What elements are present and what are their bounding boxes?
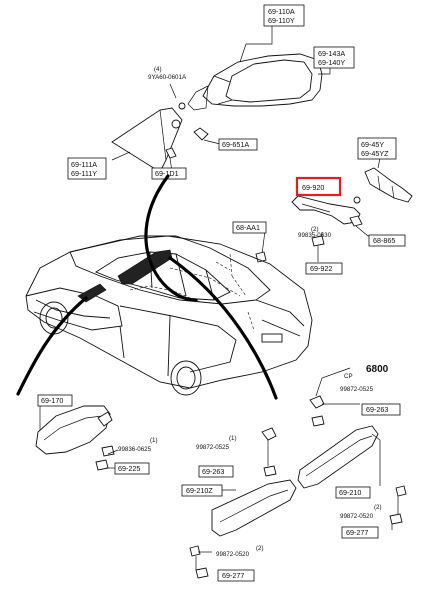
svg-text:69-277: 69-277 [346, 528, 368, 537]
svg-text:68-865: 68-865 [373, 236, 395, 245]
visor-holder-part [261, 427, 277, 441]
washer-icon [178, 102, 186, 110]
nut-icon [171, 119, 181, 129]
qty-label: (2) [256, 545, 264, 552]
indicator-arrow [117, 249, 173, 285]
cp-label: CP [344, 373, 353, 380]
svg-text:69-110Y: 69-110Y [268, 16, 295, 25]
qty-label: (1) [229, 435, 237, 442]
visor-screw-part [395, 485, 407, 497]
svg-text:69-110A: 69-110A [268, 7, 295, 16]
svg-text:69-263: 69-263 [202, 467, 224, 476]
sun-visor-right [297, 425, 379, 489]
svg-text:69-920: 69-920 [302, 183, 324, 192]
sun-visor-left [211, 479, 297, 537]
cap-part-label: 69-922 [305, 262, 343, 275]
svg-text:69-922: 69-922 [310, 264, 332, 273]
visor-left-cap-part-label: 69-277 [217, 569, 255, 582]
rearview-mount [97, 411, 113, 427]
svg-text:69-1D1: 69-1D1 [155, 169, 179, 178]
visor-left-part-label: 69-210Z [181, 484, 223, 497]
screw-part-label: 99835-0630 [298, 232, 332, 239]
screw-part-label: 99872-0525 [340, 386, 374, 393]
svg-text:69-210: 69-210 [339, 488, 361, 497]
svg-text:69-225: 69-225 [118, 464, 140, 473]
rearview-cover-part-label: 69-225 [114, 462, 150, 475]
screw-part-label: 99872-0520 [216, 551, 250, 558]
visor-clip-part-label: 69-263 [198, 465, 234, 478]
screw-part-label: 99872-0525 [196, 444, 230, 451]
rearview-mirror [35, 405, 111, 455]
mirror-base-part-label: 69-111A 69-111Y [67, 157, 107, 180]
leader-arc-mirror [144, 174, 198, 302]
cover-part [193, 127, 209, 141]
svg-text:69-277: 69-277 [222, 571, 244, 580]
mirror-pivot [187, 85, 209, 111]
visor-right-clip-part-label: 69-263 [361, 403, 401, 416]
svg-text:69-651A: 69-651A [222, 140, 249, 149]
qty-label: (1) [150, 437, 158, 444]
visor-right-cap-part-label: 69-277 [341, 526, 379, 539]
visor-cap-part [389, 513, 403, 525]
handle-screw-icon [353, 196, 361, 204]
sun-visor-right-group [297, 367, 407, 530]
handle-bracket [364, 167, 413, 203]
sun-visor-left-group [189, 427, 297, 579]
mirror-base [111, 107, 183, 173]
rearview-part-label: 69-170 [37, 394, 73, 407]
clip-part [165, 147, 177, 159]
b865-part-label: 68-865 [368, 234, 406, 247]
rearview-mirror-group [35, 405, 119, 471]
svg-text:69-111Y: 69-111Y [71, 169, 97, 178]
svg-text:69-45YZ: 69-45YZ [361, 149, 389, 158]
car-illustration [25, 235, 313, 396]
mirror-glass [225, 59, 313, 103]
screw-part-label: 99836-0625 [118, 446, 152, 453]
mirror-part-number-label: 69-110A 69-110Y [263, 4, 305, 27]
outside-mirror-group [111, 26, 331, 173]
qty-label: (2) [311, 226, 319, 233]
handle-clip [349, 215, 363, 227]
svg-text:69-170: 69-170 [41, 396, 63, 405]
svg-text:69-45Y: 69-45Y [361, 140, 384, 149]
handle-cap [311, 235, 325, 247]
qty-label: (2) [374, 504, 382, 511]
assist-handle-group [261, 157, 413, 262]
visor-screw-part [189, 545, 201, 557]
mirror-glass-part-label: 69-143A 69-140Y [313, 46, 355, 69]
bolt-part-label: 9YA60-0601A [148, 74, 187, 81]
cover-part-label: 69-651A [218, 138, 258, 151]
qty-label: (4) [154, 66, 162, 73]
aa1-part-label: 68-AA1 [232, 221, 267, 234]
svg-text:69-143A: 69-143A [318, 49, 345, 58]
svg-text:68-AA1: 68-AA1 [236, 223, 260, 232]
mount-cover-part [95, 459, 109, 471]
svg-text:69-140Y: 69-140Y [318, 58, 345, 67]
handle-part-label-highlighted: 69-920 [295, 176, 342, 197]
bracket-part-label: 69-45Y 69-45YZ [357, 137, 397, 160]
mount-screw-part [101, 445, 115, 457]
leader-arc-rearview [16, 296, 88, 396]
visor-clip-part [263, 465, 277, 477]
section-number: 6800 [366, 364, 389, 375]
screw-part-label: 99872-0520 [340, 513, 374, 520]
visor-holder-part [309, 395, 325, 409]
svg-text:69-263: 69-263 [366, 405, 388, 414]
visor-right-part-label: 69-210 [335, 486, 371, 499]
visor-bracket-part [311, 415, 325, 427]
svg-text:69-210Z: 69-210Z [186, 486, 213, 495]
svg-text:69-111A: 69-111A [71, 160, 97, 169]
leader-arc-visor [168, 256, 278, 400]
clip-part-label: 69-1D1 [151, 167, 187, 180]
assist-handle [291, 195, 361, 225]
visor-cap-part [195, 567, 209, 579]
